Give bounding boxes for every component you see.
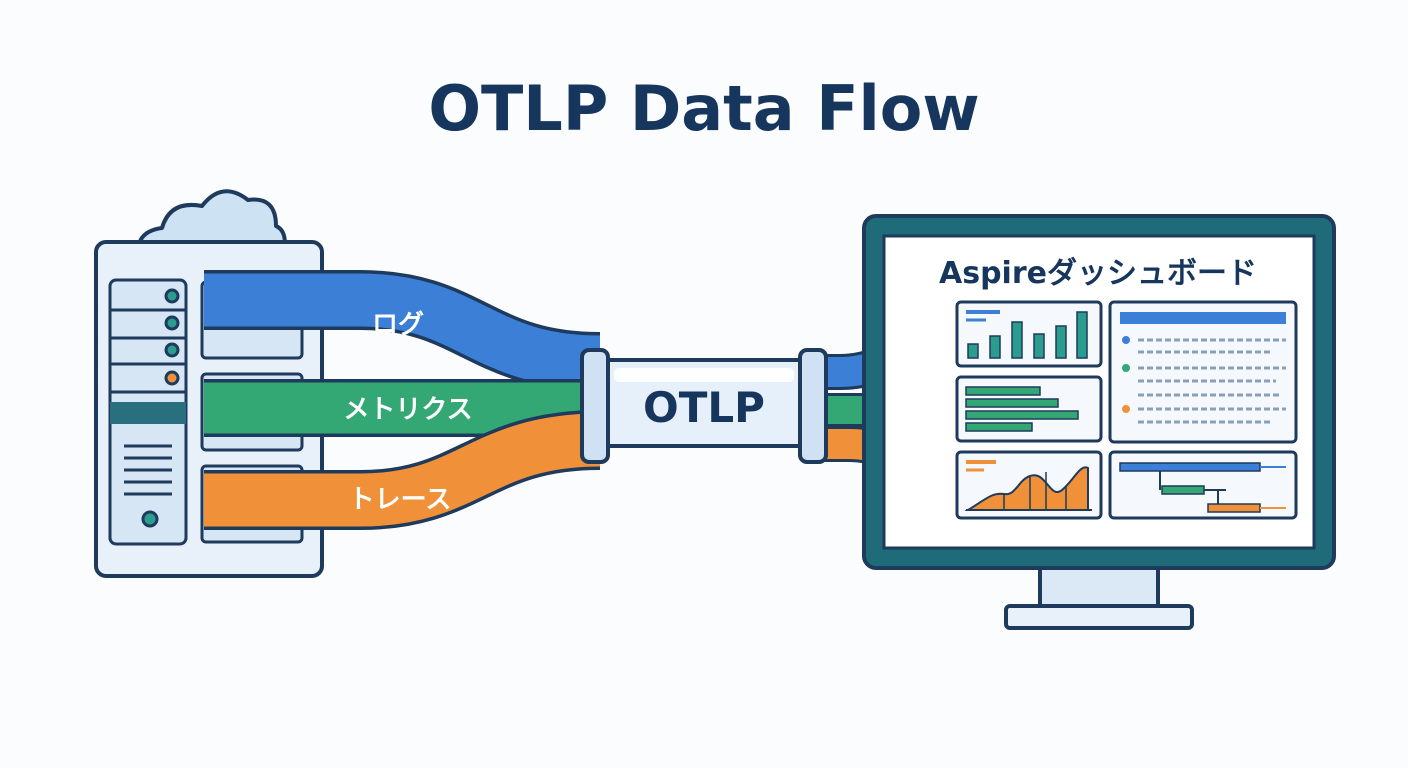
server-band xyxy=(110,402,186,424)
pipe-coupling-right xyxy=(798,348,828,464)
diagram-title: OTLP Data Flow xyxy=(428,72,979,145)
otlp-pipe: OTLP xyxy=(580,348,828,464)
status-led xyxy=(164,370,180,386)
flow-ribbons-left: ログ メトリクス トレース xyxy=(204,270,601,530)
horizontal-bars-panel xyxy=(955,375,1103,443)
status-led xyxy=(164,315,180,331)
monitor-neck xyxy=(1038,564,1160,612)
flow-label-traces: トレース xyxy=(349,485,452,515)
bar-chart-panel xyxy=(955,300,1103,368)
flow-label-log: ログ xyxy=(372,310,424,340)
area-chart-panel xyxy=(955,450,1103,520)
flow-label-metrics: メトリクス xyxy=(343,395,472,425)
monitor-base xyxy=(1004,604,1194,630)
pipe-label: OTLP xyxy=(643,383,765,432)
status-led xyxy=(164,288,180,304)
dashboard-title: Aspireダッシュボード xyxy=(939,256,1257,291)
trace-gantt-panel xyxy=(1108,450,1298,520)
log-list-panel xyxy=(1108,300,1298,444)
power-led xyxy=(141,510,159,528)
dashboard-monitor: Aspireダッシュボード xyxy=(862,214,1336,630)
pipe-coupling-left xyxy=(580,348,610,464)
status-led xyxy=(164,342,180,358)
